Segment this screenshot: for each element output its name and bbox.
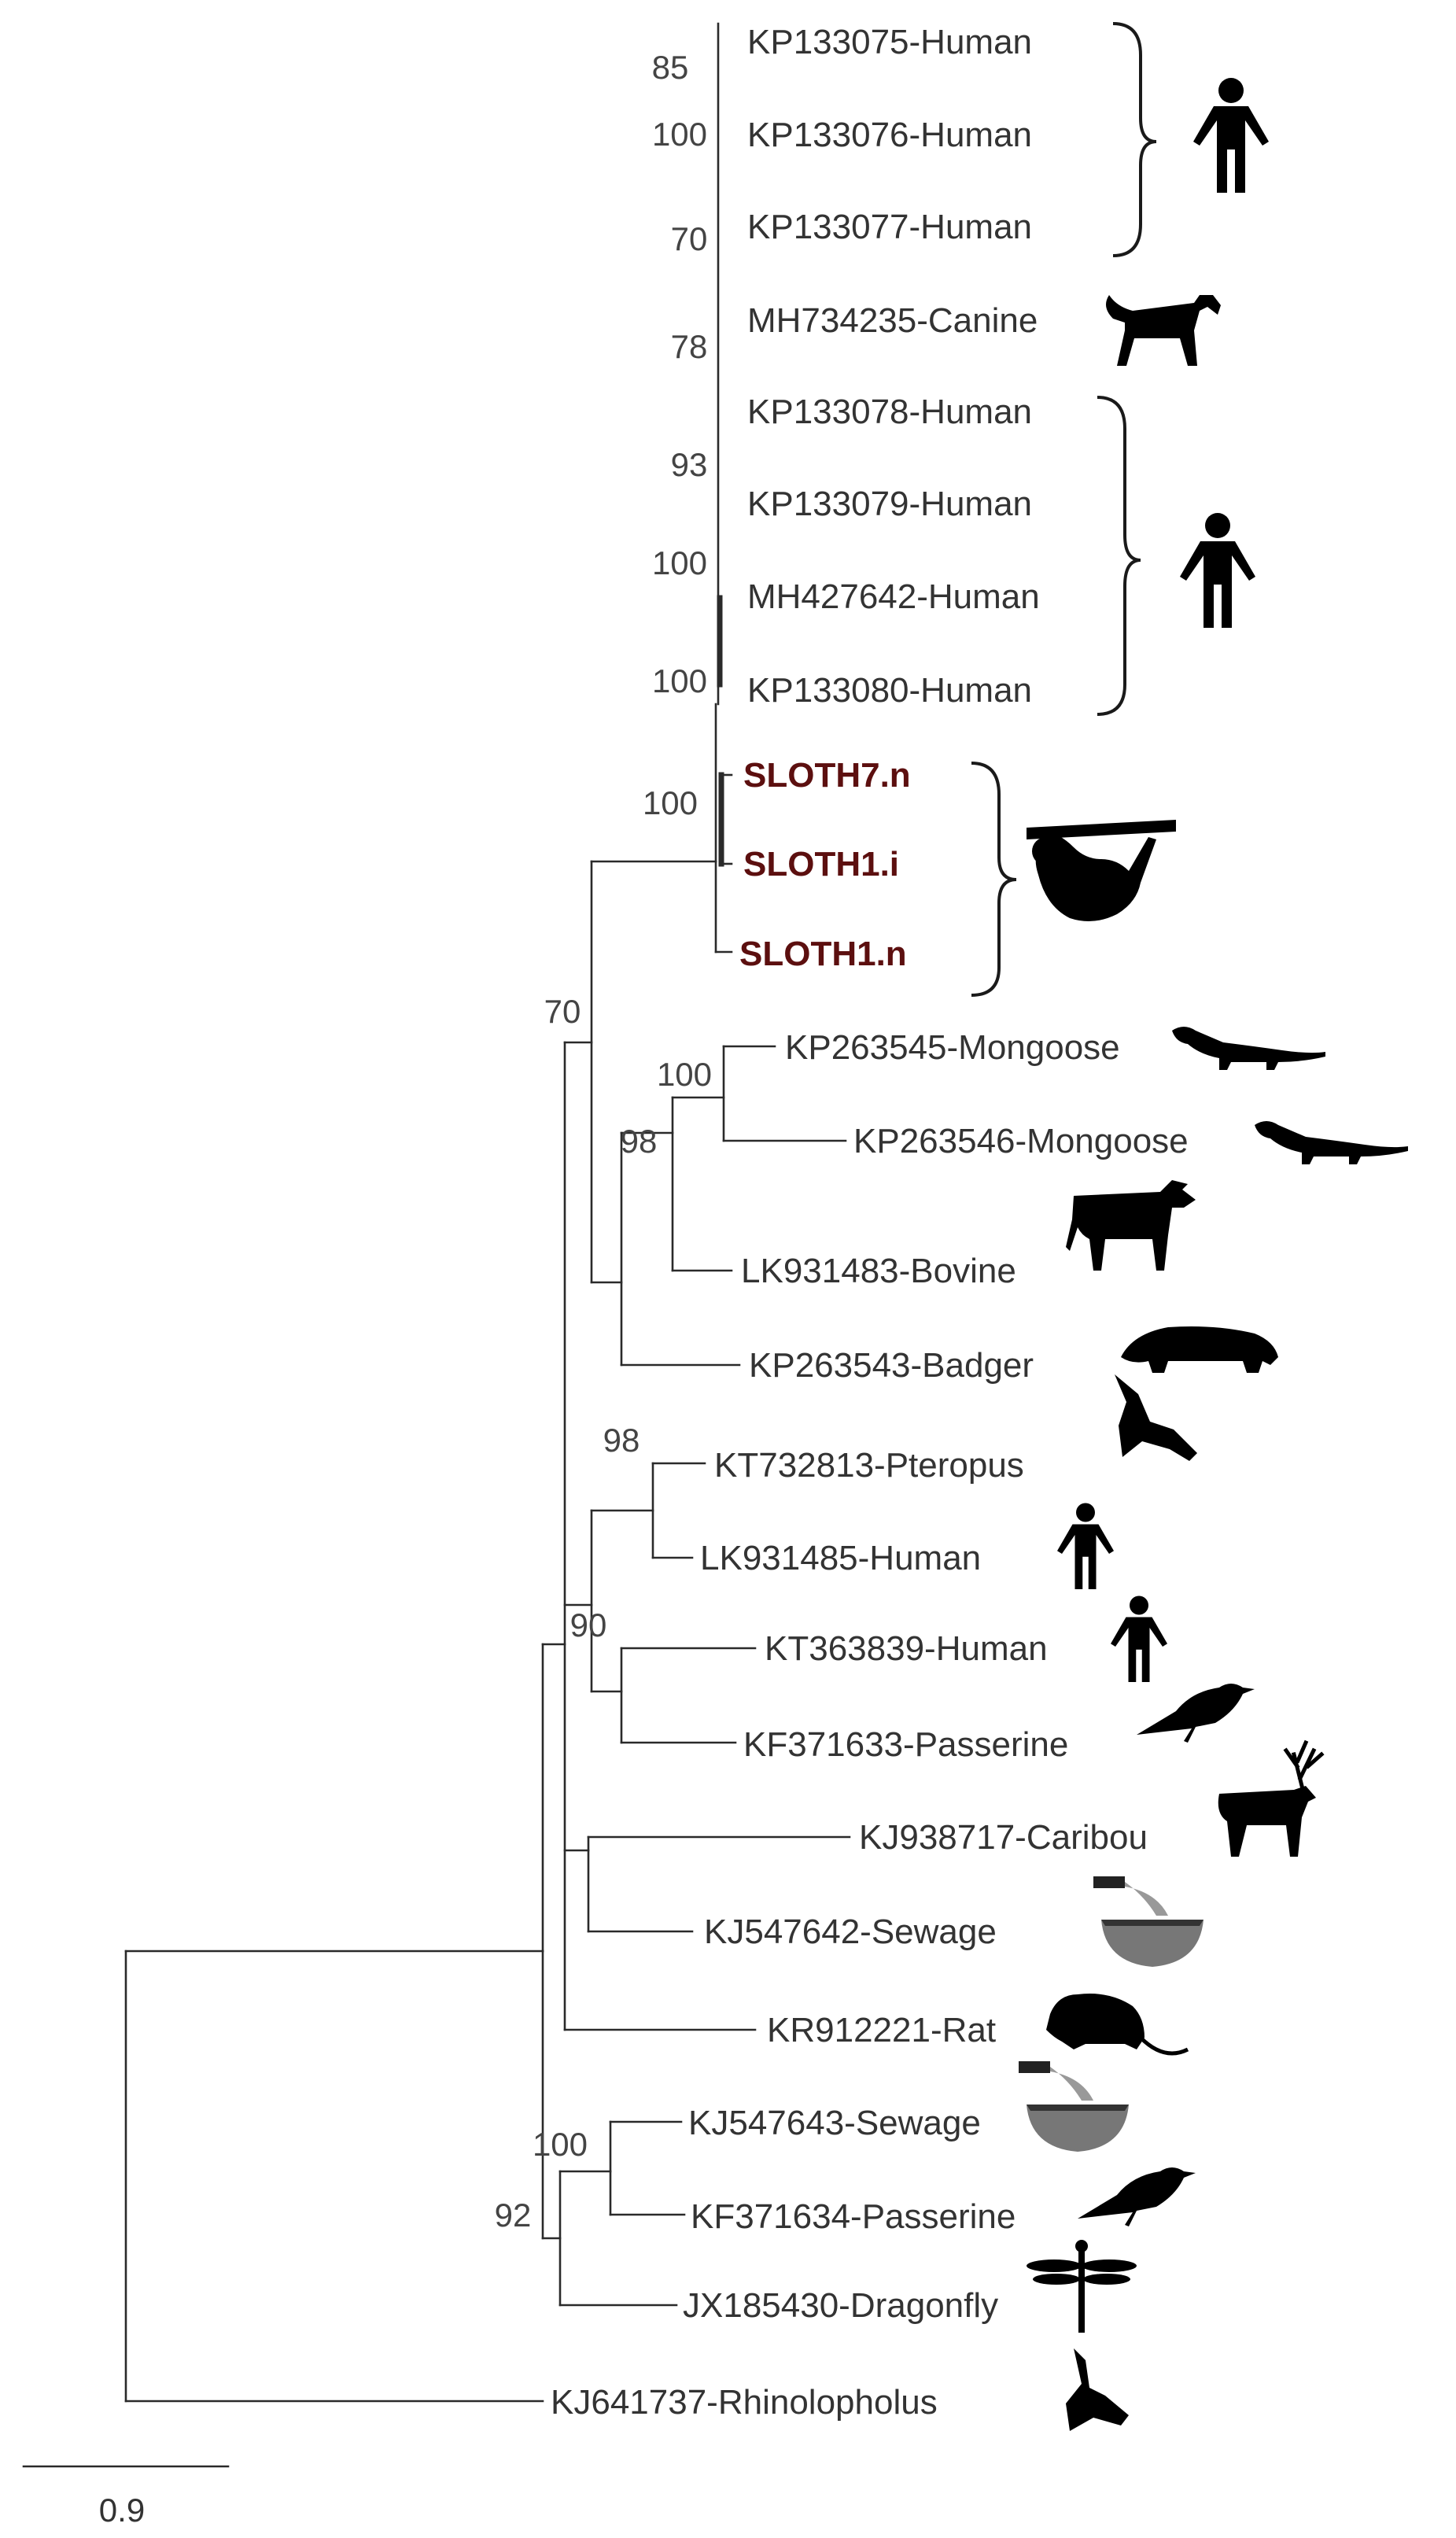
human-icon [1111, 1595, 1167, 1682]
human-icon [1193, 78, 1269, 193]
leaf-label: KJ547643-Sewage [688, 2104, 981, 2142]
bootstrap-value: 70 [544, 993, 581, 1030]
human-icon [1057, 1503, 1114, 1589]
bull-icon [1066, 1180, 1196, 1271]
bootstrap-value: 100 [533, 2126, 588, 2163]
bootstrap-value: 90 [570, 1607, 607, 1643]
leaf-label: KJ938717-Caribou [859, 1818, 1148, 1857]
badger-icon [1121, 1326, 1278, 1373]
leaf-label: KF371633-Passerine [743, 1725, 1068, 1764]
leaf-label-highlight: SLOTH1.i [743, 845, 899, 884]
leaf-label: KT363839-Human [765, 1629, 1048, 1668]
brace-sloth-clade [971, 762, 1017, 997]
sewage-icon [1019, 2061, 1129, 2152]
leaf-label: KP263543-Badger [749, 1346, 1034, 1385]
leaf-label: LK931483-Bovine [741, 1252, 1016, 1290]
mongoose-icon [1255, 1121, 1408, 1164]
leaf-label-highlight: SLOTH7.n [743, 756, 911, 795]
dog-icon [1106, 295, 1221, 366]
bootstrap-value: 70 [671, 220, 708, 257]
leaf-label: KP133079-Human [747, 485, 1032, 523]
leaf-label: KP133078-Human [747, 393, 1032, 431]
leaf-label: KP263545-Mongoose [785, 1028, 1120, 1067]
leaf-label: KP133077-Human [747, 208, 1032, 246]
tree-branches [124, 22, 851, 2403]
bootstrap-value: 93 [671, 446, 708, 483]
clade-braces [971, 22, 1157, 997]
mongoose-icon [1172, 1027, 1325, 1070]
bird-icon [1078, 2167, 1196, 2226]
bird-icon [1137, 1684, 1255, 1743]
leaf-label: KT732813-Pteropus [714, 1446, 1024, 1485]
bootstrap-value: 92 [495, 2197, 532, 2234]
bootstrap-value: 98 [603, 1422, 640, 1459]
bootstrap-value: 100 [652, 544, 707, 581]
bat-icon [1066, 2348, 1129, 2431]
leaf-label: KP133076-Human [747, 116, 1032, 154]
leaf-label: KF371634-Passerine [691, 2197, 1016, 2236]
human-icon [1180, 513, 1255, 628]
leaf-label: KJ547642-Sewage [704, 1913, 997, 1951]
bootstrap-values: 85 100 70 78 93 100 100 100 70 100 98 98… [495, 49, 712, 2234]
leaf-label: LK931485-Human [700, 1539, 981, 1577]
bootstrap-value: 100 [643, 784, 698, 821]
bootstrap-value: 85 [652, 49, 689, 86]
leaf-labels: KP133075-Human KP133076-Human KP133077-H… [551, 23, 1189, 2422]
brace-human-clade-1 [1112, 22, 1157, 257]
brace-human-clade-2 [1097, 396, 1141, 716]
leaf-label: KP263546-Mongoose [853, 1122, 1189, 1160]
antler [1283, 1739, 1325, 1789]
bootstrap-value: 100 [652, 116, 707, 153]
scale-bar-label: 0.9 [99, 2492, 145, 2529]
leaf-label: MH734235-Canine [747, 301, 1038, 340]
leaf-label: KP133075-Human [747, 23, 1032, 61]
bootstrap-value: 100 [657, 1056, 712, 1093]
sewage-icon [1093, 1876, 1204, 1967]
dragonfly-icon [1027, 2240, 1137, 2333]
scale-bar: 0.9 [22, 2465, 230, 2529]
bootstrap-value: 78 [671, 328, 708, 365]
leaf-label: KJ641737-Rhinolopholus [551, 2383, 938, 2422]
sloth-icon [1027, 820, 1176, 921]
rat-icon [1046, 1994, 1189, 2056]
leaf-label-highlight: SLOTH1.n [739, 935, 907, 973]
bat-icon [1115, 1374, 1197, 1461]
bootstrap-value: 100 [652, 662, 707, 699]
leaf-label: KR912221-Rat [767, 2011, 996, 2049]
leaf-label: KP133080-Human [747, 671, 1032, 710]
leaf-label: JX185430-Dragonfly [683, 2286, 998, 2325]
bootstrap-value: 98 [621, 1123, 658, 1160]
leaf-label: MH427642-Human [747, 577, 1040, 616]
caribou-icon [1218, 1739, 1325, 1857]
